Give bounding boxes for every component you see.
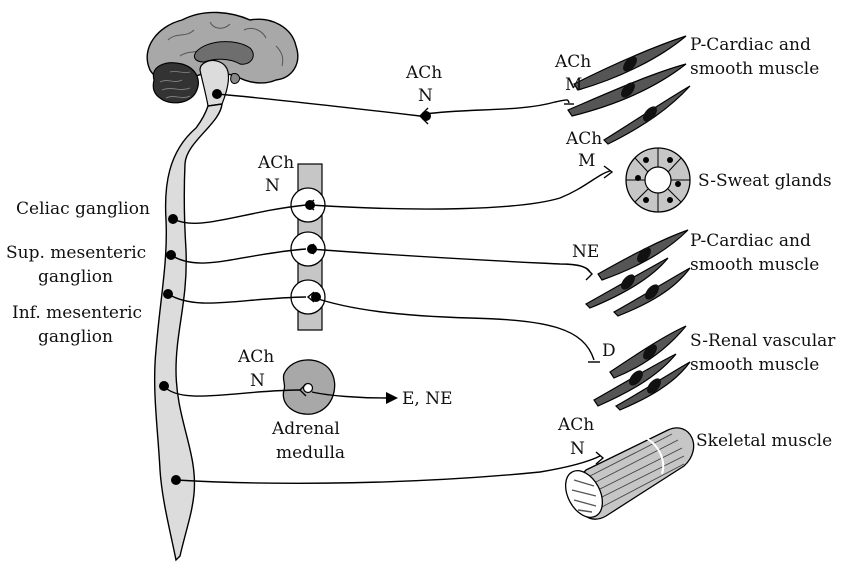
label-celiac-ganglion: Celiac ganglion: [16, 199, 150, 219]
label-ach-n-top-1: ACh: [405, 63, 442, 83]
label-adrenal-medulla-2: medulla: [276, 443, 345, 463]
label-ach-n-skeletal-2: N: [570, 439, 585, 459]
label-d: D: [602, 341, 616, 361]
diagram-labels: ACh N ACh M ACh M ACh N Celiac ganglion …: [6, 35, 836, 463]
target-p-cardiac-2-line2: smooth muscle: [690, 255, 819, 275]
label-ach-n-top-2: N: [418, 86, 433, 106]
label-ach-n-ganglion-2: N: [265, 176, 280, 196]
label-ne: NE: [572, 242, 599, 262]
label-ach-n-adrenal-1: ACh: [237, 347, 274, 367]
spinal-cord: [155, 104, 222, 560]
label-sup-mesenteric-2: ganglion: [38, 267, 113, 287]
label-ach-m-sweat-1: ACh: [565, 129, 602, 149]
cardiac-smooth-muscle-middle: [586, 230, 690, 316]
synaptic-terminals: [300, 104, 612, 464]
label-inf-mesenteric-2: ganglion: [38, 327, 113, 347]
target-p-cardiac-2-line1: P-Cardiac and: [690, 231, 811, 251]
label-ach-m-sweat-2: M: [578, 151, 595, 171]
brain: [147, 12, 298, 106]
target-skeletal-muscle: Skeletal muscle: [696, 431, 832, 451]
label-adrenal-medulla-1: Adrenal: [271, 419, 340, 439]
arrowhead-e-ne: [386, 392, 398, 404]
nerve-fibers: [164, 94, 610, 483]
pituitary: [231, 74, 240, 84]
label-e-ne: E, NE: [402, 389, 453, 409]
brainstem: [200, 60, 229, 106]
label-ach-n-ganglion-1: ACh: [257, 153, 294, 173]
target-sweat-glands: S-Sweat glands: [698, 171, 832, 191]
label-inf-mesenteric-1: Inf. mesenteric: [12, 303, 142, 323]
label-ach-m-top-1: ACh: [554, 52, 591, 72]
label-ach-n-adrenal-2: N: [250, 371, 265, 391]
renal-vascular-smooth-muscle: [594, 326, 690, 410]
sweat-gland: [626, 148, 690, 212]
target-renal-line2: smooth muscle: [690, 355, 819, 375]
target-p-cardiac-1-line1: P-Cardiac and: [690, 35, 811, 55]
target-p-cardiac-1-line2: smooth muscle: [690, 59, 819, 79]
target-renal-line1: S-Renal vascular: [690, 331, 836, 351]
label-sup-mesenteric-1: Sup. mesenteric: [6, 243, 146, 263]
label-ach-m-top-2: M: [565, 75, 582, 95]
label-ach-n-skeletal-1: ACh: [557, 415, 594, 435]
